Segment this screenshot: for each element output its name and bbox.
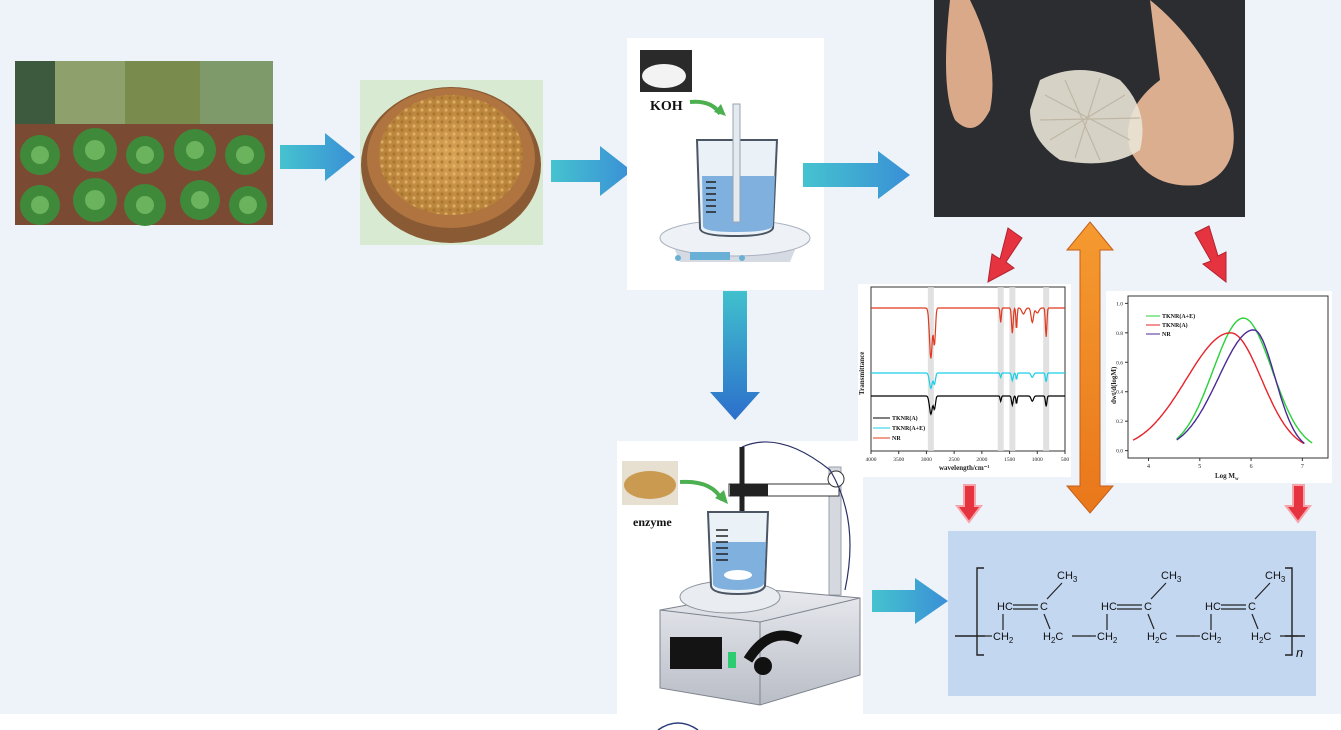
ftir-legend-item: NR (892, 436, 901, 442)
atom-label: C (1144, 601, 1152, 613)
orange-double-arrow (1065, 221, 1115, 514)
gpc-tick-label: 0.4 (1116, 390, 1123, 396)
ftir-tick-label: 1500 (1004, 457, 1015, 463)
gpc-tick-label: 1.0 (1116, 301, 1123, 307)
red-arrow-to-ftir (987, 227, 1023, 283)
gpc-tick-label: 7 (1301, 464, 1304, 470)
red-arrow-ftir-to-polymer (955, 484, 983, 524)
ftir-tick-label: 500 (1061, 457, 1070, 463)
ftir-legend-item: TKNR(A+E) (892, 425, 925, 432)
atom-label: H2C (1251, 631, 1271, 645)
atom-label: HC (1101, 601, 1117, 613)
atom-label: CH3 (1265, 570, 1286, 584)
flow-arrow-2 (551, 146, 632, 196)
ftir-series-tknr-a (871, 395, 1065, 416)
koh-label: KOH (650, 99, 683, 114)
flow-arrow-1 (280, 133, 355, 181)
enzyme-label: enzyme (633, 515, 672, 529)
ftir-tick-label: 1000 (1032, 457, 1043, 463)
ftir-series-tknr-ae (871, 372, 1065, 390)
atom-label: C (1248, 601, 1256, 613)
koh-treatment-image: KOH (627, 38, 824, 290)
gpc-series-line (1132, 332, 1305, 445)
atom-label: CH2 (993, 631, 1014, 645)
flow-arrow-down (710, 291, 760, 420)
ftir-band (997, 287, 1004, 451)
enzyme-treatment-image: enzyme (617, 441, 863, 714)
gpc-tick-label: 0.2 (1116, 419, 1123, 425)
bottom-strip (0, 714, 1341, 730)
gpc-chart: 4 5 6 7 0.0 0.2 0.4 0.6 0.8 1.0 dwt/d(logM) Log M… (1106, 291, 1332, 483)
atom-label: H2C (1043, 631, 1063, 645)
isoprene-unit: CH2 H2C HC C CH3 (1193, 570, 1298, 645)
gpc-tick-label: 6 (1250, 464, 1253, 470)
gpc-tick-label: 0.6 (1116, 360, 1123, 366)
ftir-ylabel: Transmittance (858, 352, 866, 395)
ftir-tick-label: 4000 (866, 457, 877, 463)
ftir-xlabel: wavelength/cm⁻¹ (939, 464, 990, 472)
ftir-tick-label: 2500 (949, 457, 960, 463)
seed-bowl-image (360, 80, 543, 245)
repeat-subscript: n (1296, 645, 1303, 660)
rubber-fiber-photo (934, 0, 1245, 217)
ftir-chart: 4000 3500 3000 2500 2000 1500 1000 500 Transmit… (858, 284, 1071, 477)
gpc-tick-label: 4 (1147, 464, 1150, 470)
gpc-legend: TKNR(A+E) TKNR(A) NR (1146, 313, 1195, 338)
gpc-tick-label: 0.0 (1116, 449, 1123, 455)
logo-mark (657, 722, 699, 730)
atom-label: CH3 (1057, 570, 1078, 584)
atom-label: CH2 (1201, 631, 1222, 645)
atom-label: C (1040, 601, 1048, 613)
atom-label: HC (997, 601, 1013, 613)
gpc-legend-item: TKNR(A+E) (1162, 313, 1195, 320)
atom-label: CH3 (1161, 570, 1182, 584)
gpc-xlabel: Log Mw (1215, 472, 1239, 482)
gpc-series-line (1176, 317, 1313, 444)
isoprene-unit: CH2 H2C HC C CH3 (1089, 570, 1194, 645)
gpc-series-line (1176, 329, 1305, 445)
gpc-legend-item: TKNR(A) (1162, 322, 1188, 329)
ftir-band (1043, 287, 1050, 451)
ftir-tick-label: 2000 (976, 457, 987, 463)
isoprene-unit: CH2 H2C HC C CH3 (985, 570, 1090, 645)
red-arrow-to-gpc (1194, 225, 1227, 284)
atom-label: HC (1205, 601, 1221, 613)
red-arrow-gpc-to-polymer (1284, 484, 1312, 524)
ftir-series-nr (871, 307, 1065, 359)
gpc-tick-label: 5 (1198, 464, 1201, 470)
gpc-ylabel: dwt/d(logM) (1110, 366, 1118, 404)
ftir-legend-item: TKNR(A) (892, 415, 918, 422)
dandelion-field-photo (15, 61, 273, 226)
atom-label: CH2 (1097, 631, 1118, 645)
gpc-tick-label: 0.8 (1116, 331, 1123, 337)
ftir-band (1009, 287, 1016, 451)
flow-arrow-3 (803, 151, 910, 199)
atom-label: H2C (1147, 631, 1167, 645)
ftir-tick-label: 3500 (893, 457, 904, 463)
ftir-tick-label: 3000 (921, 457, 932, 463)
flow-arrow-4 (872, 578, 948, 624)
gpc-legend-item: NR (1162, 332, 1171, 338)
ftir-band (927, 287, 934, 451)
ftir-legend: TKNR(A) TKNR(A+E) NR (873, 415, 925, 442)
